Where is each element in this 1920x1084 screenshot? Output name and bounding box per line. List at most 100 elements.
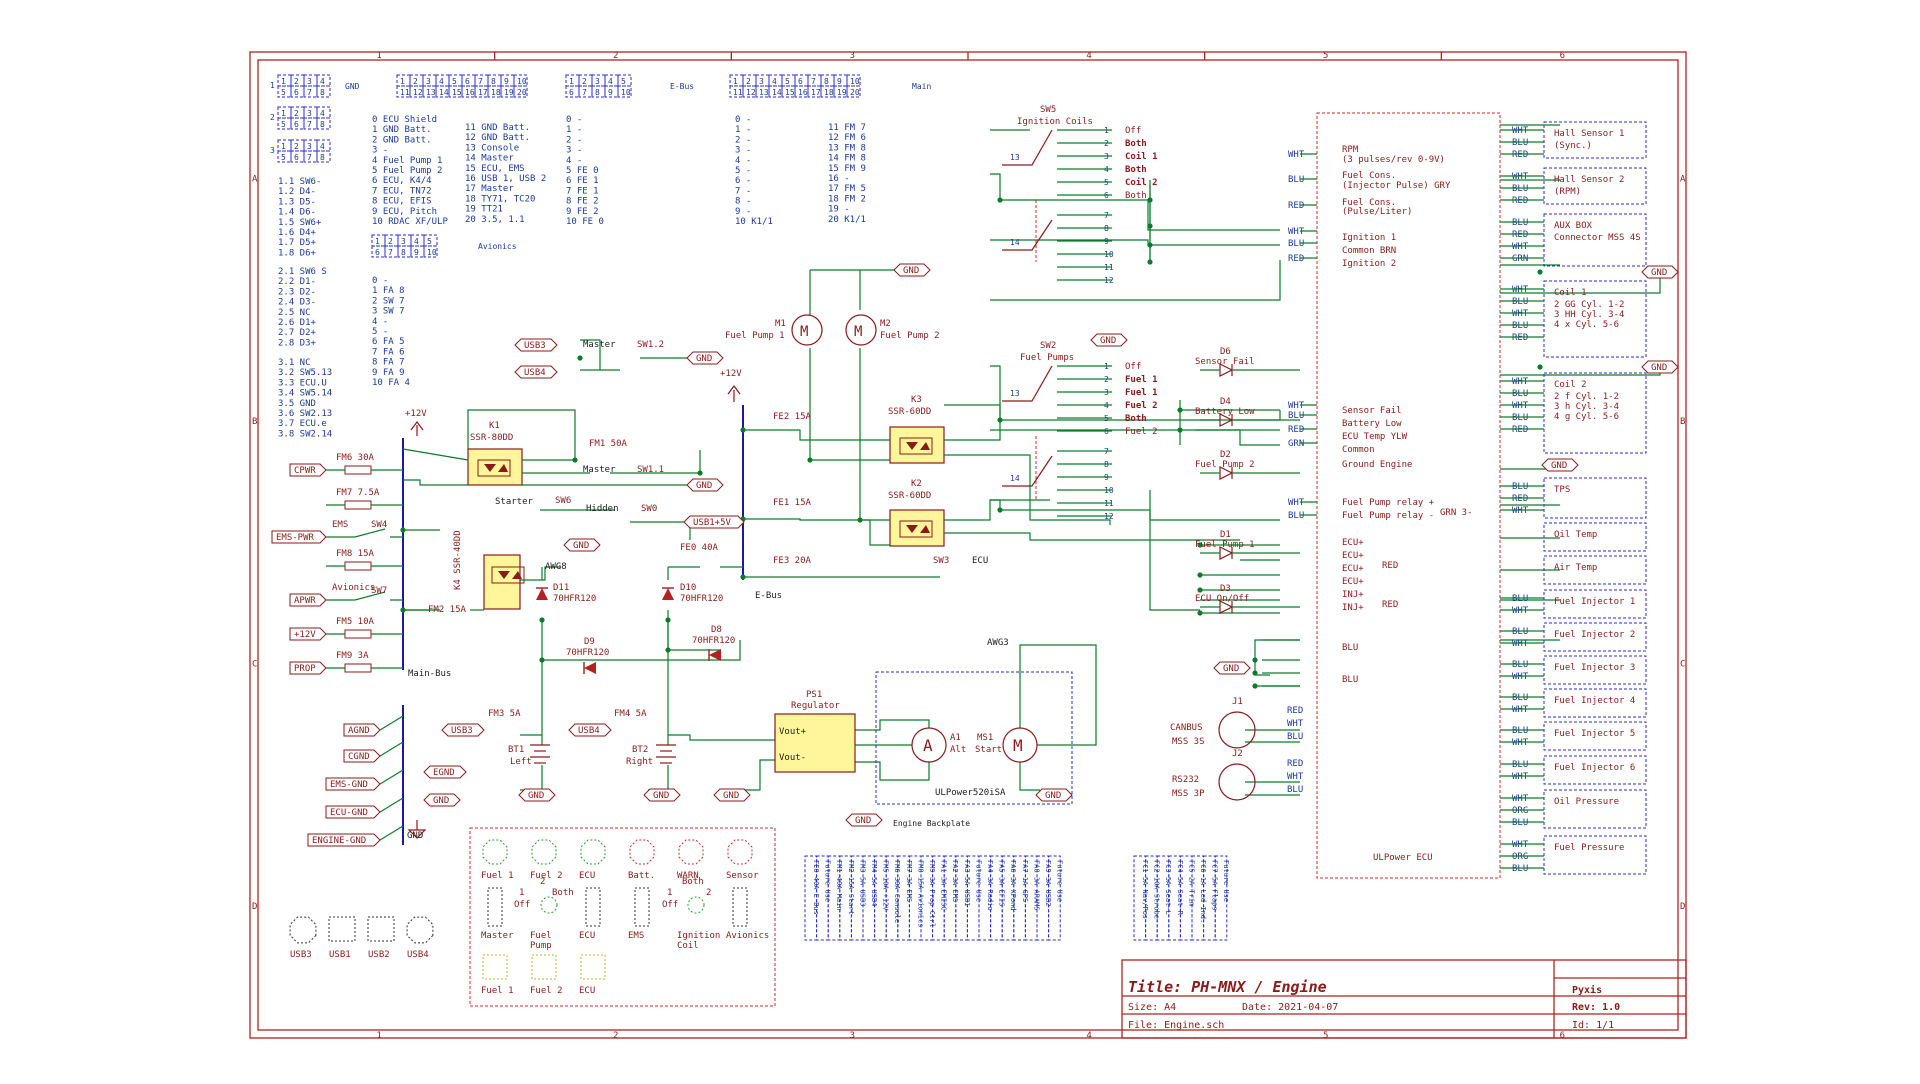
sensor-sub: Connector MSS 4S (1554, 233, 1641, 243)
pin-number: 1 (281, 142, 286, 151)
fuse-fe3-label: FE3 20A (773, 556, 812, 566)
sensor-sub: 2 GG Cyl. 1-2 (1554, 300, 1624, 310)
pin-number: 12 (413, 88, 423, 97)
sheet-file: File: Engine.sch (1128, 1020, 1224, 1031)
net-gnd-6 (1090, 333, 1128, 347)
panel-lower-1 (531, 954, 557, 980)
alternator-glyph: A (923, 736, 933, 755)
main-list-item: 10 K1/1 (735, 217, 773, 227)
sheet-title: Title: PH-MNX / Engine (1128, 978, 1327, 996)
switch-position-label: Both (1125, 139, 1147, 149)
junction (740, 427, 746, 433)
net-gnd-14-text: GND (1651, 268, 1667, 278)
pin-number: 5 (785, 77, 790, 86)
net-gnd-5-text: GND (903, 266, 919, 276)
panel-switch-label: Master (481, 931, 514, 941)
pin-number: 2 (746, 77, 751, 86)
pin-cell (316, 85, 331, 98)
pin-number: 7 (388, 248, 393, 257)
sensor-name: Hall Sensor 1 (1554, 129, 1624, 139)
pin-number: 6 (465, 77, 470, 86)
switch-position-label: Fuel 1 (1125, 375, 1158, 385)
j2-name: RS232 (1172, 775, 1199, 785)
fuse-table-cell (862, 855, 876, 941)
net-usb3-a-text: USB3 (524, 341, 546, 351)
relay-symbols (477, 437, 933, 584)
sensor-wire-color: BLU (1512, 482, 1528, 492)
avionics-list-item: 9 FA 9 (372, 368, 405, 378)
ecu-signal: Ground Engine (1342, 460, 1412, 470)
wire (1500, 272, 1661, 294)
fuse-table-entry: FE0 40A E-Bus (812, 860, 820, 915)
sensor-wire-color: WHT (1512, 840, 1529, 850)
ecu-wire-color: BLU (1288, 511, 1304, 521)
pin-number: 6 (569, 88, 574, 97)
d10-ref: D10 (680, 583, 696, 593)
pin-cell (277, 117, 292, 130)
pin-cell (277, 85, 292, 98)
fuse-fm4-label: FM4 5A (614, 709, 647, 719)
gnd-list-item: 8 ECU, EFIS (372, 197, 432, 207)
pin-number: 2 (294, 142, 299, 151)
fuse-table-cell (816, 855, 829, 941)
junction (1197, 572, 1203, 578)
junction (577, 355, 583, 361)
main-list-item: 4 - (735, 156, 751, 166)
panel-rotary-1 (540, 896, 558, 914)
switch-list-item: 3.4 SW5.14 (278, 389, 332, 399)
fuse-table-entry: FM2 15A Start (847, 860, 855, 915)
switch-list-item: 3.8 SW2.14 (278, 429, 332, 439)
gnd-net-text: AGND (348, 726, 370, 736)
junction (665, 617, 671, 623)
net-gnd-10 (1035, 788, 1073, 802)
pin-number: 3 (307, 109, 312, 118)
wire (379, 797, 404, 813)
sensor-wire-color: GRN (1512, 254, 1528, 264)
diode-d9-body (584, 662, 596, 674)
fuse-fe0-label: FE0 40A (680, 543, 719, 553)
sensor-wire-color: RED (1512, 494, 1528, 504)
pin-cell (487, 85, 502, 98)
pin-number: 11 (733, 88, 743, 97)
main-list-item: 11 FM 7 (828, 123, 866, 133)
switch-list-item: 1.4 D6- (278, 208, 316, 218)
sensor-box-fuel-injector-4 (1543, 688, 1647, 718)
main-list-item: 9 - (735, 207, 751, 217)
ecu-signal: RPM (1342, 145, 1359, 155)
pin-cell (474, 85, 489, 98)
main-list-item: 17 FM 5 (828, 184, 866, 194)
pin-cell (820, 85, 835, 98)
fuse-table-cell (1001, 855, 1015, 941)
regulator-ps1 (774, 713, 856, 773)
pin-number: 2 (294, 77, 299, 86)
fuse-table-cell (1191, 855, 1205, 941)
junction (1147, 259, 1153, 265)
bt2-name: Right (626, 757, 653, 767)
net-gnd-15 (1641, 360, 1679, 374)
ruler-row-right: C (1680, 659, 1685, 669)
pin-cell (396, 85, 411, 98)
sensor-wire-color: BLU (1512, 627, 1528, 637)
sensor-sub: 4 x Cyl. 5-6 (1554, 320, 1619, 330)
sensor-wire-color: WHT (1512, 126, 1529, 136)
wire (740, 759, 775, 791)
fuse-fm5 (344, 629, 372, 639)
switch-list-item: 1.8 D6+ (278, 248, 317, 258)
gnd-net-ecu-gnd (325, 805, 381, 819)
wire (990, 239, 1280, 246)
fuse-table-entry: FA4 3A Radio (986, 860, 994, 911)
fuse-table-entry: FA7 1A GPS (1021, 860, 1029, 902)
net-gnd-14 (1641, 265, 1679, 279)
avionics-list-item: 5 - (372, 327, 388, 337)
pin-number: 9 (837, 77, 842, 86)
pin-cell (781, 85, 796, 98)
fuse-table-entry: FM3 5A USB3 (858, 860, 866, 906)
gnd-list-item: 12 GND Batt. (465, 133, 530, 143)
wire (859, 348, 890, 546)
engine-backplate-label: Engine Backplate (893, 819, 970, 828)
ecu-signal: ECU+ (1342, 551, 1364, 561)
fuse-table-entry: FA3 5A USB1 (963, 860, 971, 906)
relay-optocoupler (491, 566, 525, 584)
